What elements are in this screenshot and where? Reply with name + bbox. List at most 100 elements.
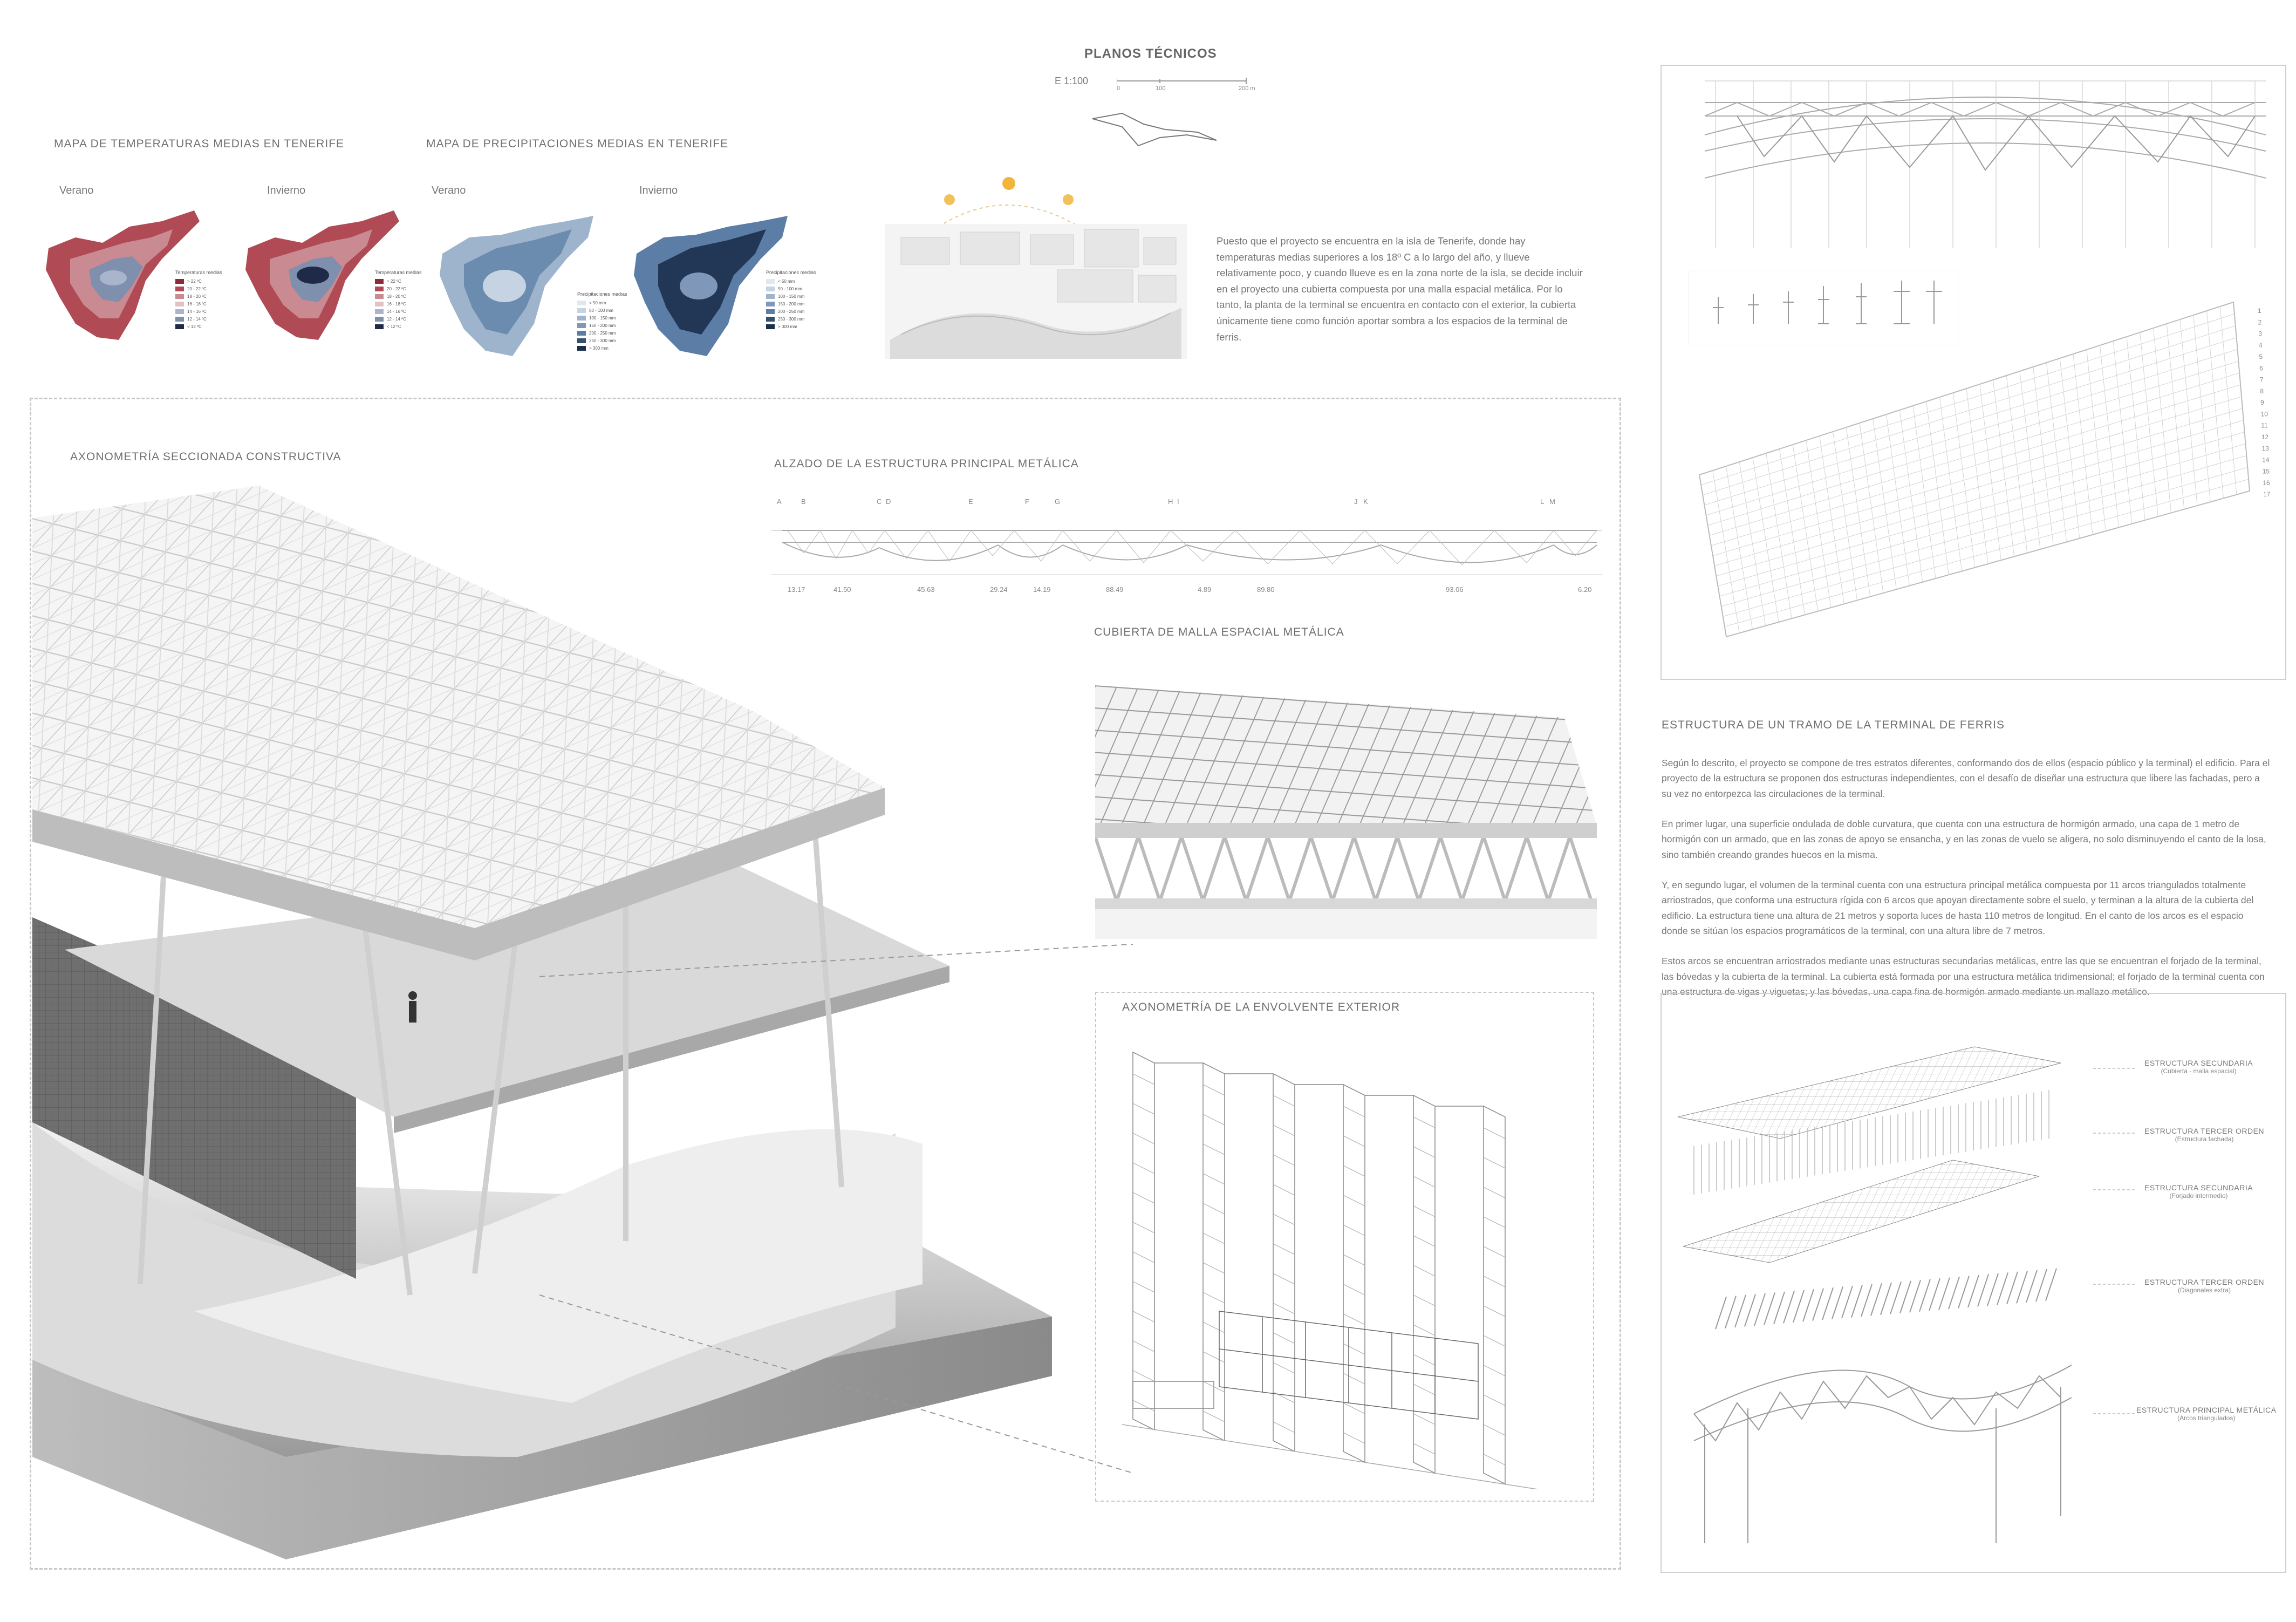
temp-winter-label: Invierno xyxy=(267,185,306,196)
plan-row-label: 4 xyxy=(2259,342,2263,349)
legend-row: < 12 ºC xyxy=(175,323,222,330)
legend-row: 100 - 150 mm xyxy=(766,292,816,300)
axis-label: L xyxy=(1540,497,1545,506)
legend-row: > 22 ºC xyxy=(375,277,422,285)
plan-row-label: 11 xyxy=(2261,422,2268,430)
legend-row: > 22 ºC xyxy=(175,277,222,285)
legend-label: 150 - 200 mm xyxy=(589,323,616,328)
legend-label: 100 - 150 mm xyxy=(778,294,805,299)
legend-label: < 50 mm xyxy=(778,278,795,284)
legend-row: 250 - 300 mm xyxy=(577,337,627,344)
callout-sub: (Forjado intermedio) xyxy=(2169,1192,2228,1200)
axis-label: I xyxy=(1177,497,1179,506)
axonometry-title: AXONOMETRÍA SECCIONADA CONSTRUCTIVA xyxy=(70,451,341,463)
legend-label: 12 - 14 ºC xyxy=(387,316,406,322)
legend-row: 150 - 200 mm xyxy=(577,322,627,329)
scale-bar xyxy=(1117,77,1279,98)
temperature-map-summer xyxy=(38,205,210,351)
legend-row: 12 - 14 ºC xyxy=(375,315,422,323)
plan-row-label: 1 xyxy=(2258,307,2261,315)
profile-sections xyxy=(1689,270,1958,345)
temp-legend-title: Temperaturas medias xyxy=(175,270,222,275)
plan-row-label: 14 xyxy=(2262,456,2270,464)
legend-label: > 22 ºC xyxy=(387,278,401,284)
scale-label: E 1:100 xyxy=(1055,76,1089,86)
elevation-axis-labels: A B C D E F G H I J K L M xyxy=(771,497,1608,508)
axis-label: E xyxy=(968,497,973,506)
callout-main-arches: ESTRUCTURA PRINCIPAL METÁLICA (Arcos tri… xyxy=(2136,1406,2277,1422)
callout-sub: (Cubierta - malla espacial) xyxy=(2161,1067,2237,1075)
precipitation-map-winter xyxy=(626,205,798,367)
legend-label: > 300 mm xyxy=(589,345,609,351)
precip-legend-summer: Precipitaciones medias < 50 mm 50 - 100 … xyxy=(577,291,627,352)
legend-label: 16 - 18 ºC xyxy=(387,301,406,306)
callout-title: ESTRUCTURA PRINCIPAL METÁLICA xyxy=(2136,1406,2277,1414)
legend-row: 50 - 100 mm xyxy=(766,285,816,292)
legend-label: 18 - 20 ºC xyxy=(387,294,406,299)
plan-row-label: 6 xyxy=(2259,364,2263,372)
plan-frame xyxy=(1660,65,2286,680)
axis-label: H xyxy=(1168,497,1173,506)
description-paragraph: En primer lugar, una superficie ondulada… xyxy=(1662,819,2266,860)
temp-legend-summer: Temperaturas medias > 22 ºC 20 - 22 ºC 1… xyxy=(175,270,222,330)
plan-row-label: 12 xyxy=(2261,433,2269,441)
main-structure-elevation xyxy=(771,494,1608,607)
space-frame-roof-render xyxy=(1095,685,1597,939)
envelope-title: AXONOMETRÍA DE LA ENVOLVENTE EXTERIOR xyxy=(1122,1001,1400,1013)
construction-panel xyxy=(30,398,1621,1570)
plan-row-label: 8 xyxy=(2260,387,2264,395)
exploded-structure-drawing xyxy=(1672,998,2104,1565)
legend-row: 50 - 100 mm xyxy=(577,306,627,314)
site-outline xyxy=(1090,108,1219,151)
precip-legend-winter: Precipitaciones medias < 50 mm 50 - 100 … xyxy=(766,270,816,330)
leader-lines xyxy=(539,944,1133,1484)
dimension-label: 88.49 xyxy=(1106,585,1124,594)
dimension-label: 29.24 xyxy=(990,585,1008,594)
legend-label: 250 - 300 mm xyxy=(778,316,805,322)
description-text: Según lo descrito, el proyecto se compon… xyxy=(1662,755,2271,1014)
callout-title: ESTRUCTURA SECUNDARIA xyxy=(2144,1183,2253,1192)
legend-row: 18 - 20 ºC xyxy=(175,292,222,300)
legend-row: 200 - 250 mm xyxy=(577,329,627,337)
description-paragraph: Según lo descrito, el proyecto se compon… xyxy=(1662,758,2270,799)
callout-title: ESTRUCTURA TERCER ORDEN xyxy=(2144,1278,2265,1286)
legend-label: 14 - 16 ºC xyxy=(387,309,406,314)
precip-summer-label: Verano xyxy=(432,185,466,196)
precipitation-map-summer xyxy=(432,205,604,367)
plan-row-label: 7 xyxy=(2260,376,2264,384)
temp-summer-label: Verano xyxy=(59,185,94,196)
description-paragraph: Estos arcos se encuentran arriostrados m… xyxy=(1662,956,2265,998)
sun-study-render xyxy=(879,162,1192,362)
legend-row: 100 - 150 mm xyxy=(577,314,627,322)
elevation-title: ALZADO DE LA ESTRUCTURA PRINCIPAL METÁLI… xyxy=(774,458,1079,470)
legend-label: 20 - 22 ºC xyxy=(187,286,207,291)
elevation-dimension-labels: 13.17 41.50 45.63 29.24 14.19 88.49 4.89… xyxy=(771,585,1608,596)
dimension-label: 4.89 xyxy=(1198,585,1212,594)
legend-label: < 50 mm xyxy=(589,300,606,305)
legend-label: 200 - 250 mm xyxy=(778,309,805,314)
legend-label: 16 - 18 ºC xyxy=(187,301,207,306)
legend-row: 12 - 14 ºC xyxy=(175,315,222,323)
axis-label: M xyxy=(1549,497,1555,506)
legend-row: > 300 mm xyxy=(577,344,627,352)
axis-label: A xyxy=(777,497,782,506)
plan-row-label: 10 xyxy=(2261,410,2268,418)
legend-label: < 12 ºC xyxy=(187,324,202,329)
legend-row: > 300 mm xyxy=(766,323,816,330)
legend-row: < 12 ºC xyxy=(375,323,422,330)
temperature-map-title: MAPA DE TEMPERATURAS MEDIAS EN TENERIFE xyxy=(54,138,345,150)
legend-label: 18 - 20 ºC xyxy=(187,294,207,299)
axis-label: J xyxy=(1354,497,1358,506)
legend-label: > 300 mm xyxy=(778,324,797,329)
scale-tick-100: 100 xyxy=(1156,85,1166,92)
legend-label: 250 - 300 mm xyxy=(589,338,616,343)
plan-row-label: 15 xyxy=(2263,468,2270,475)
legend-label: 20 - 22 ºC xyxy=(387,286,406,291)
terminal-structure-title: ESTRUCTURA DE UN TRAMO DE LA TERMINAL DE… xyxy=(1662,719,2005,731)
plan-row-label: 2 xyxy=(2258,318,2262,326)
legend-label: 50 - 100 mm xyxy=(589,308,613,313)
callout-sub: (Estructura fachada) xyxy=(2175,1135,2234,1143)
plan-row-label: 9 xyxy=(2260,399,2264,406)
legend-label: 12 - 14 ºC xyxy=(187,316,207,322)
